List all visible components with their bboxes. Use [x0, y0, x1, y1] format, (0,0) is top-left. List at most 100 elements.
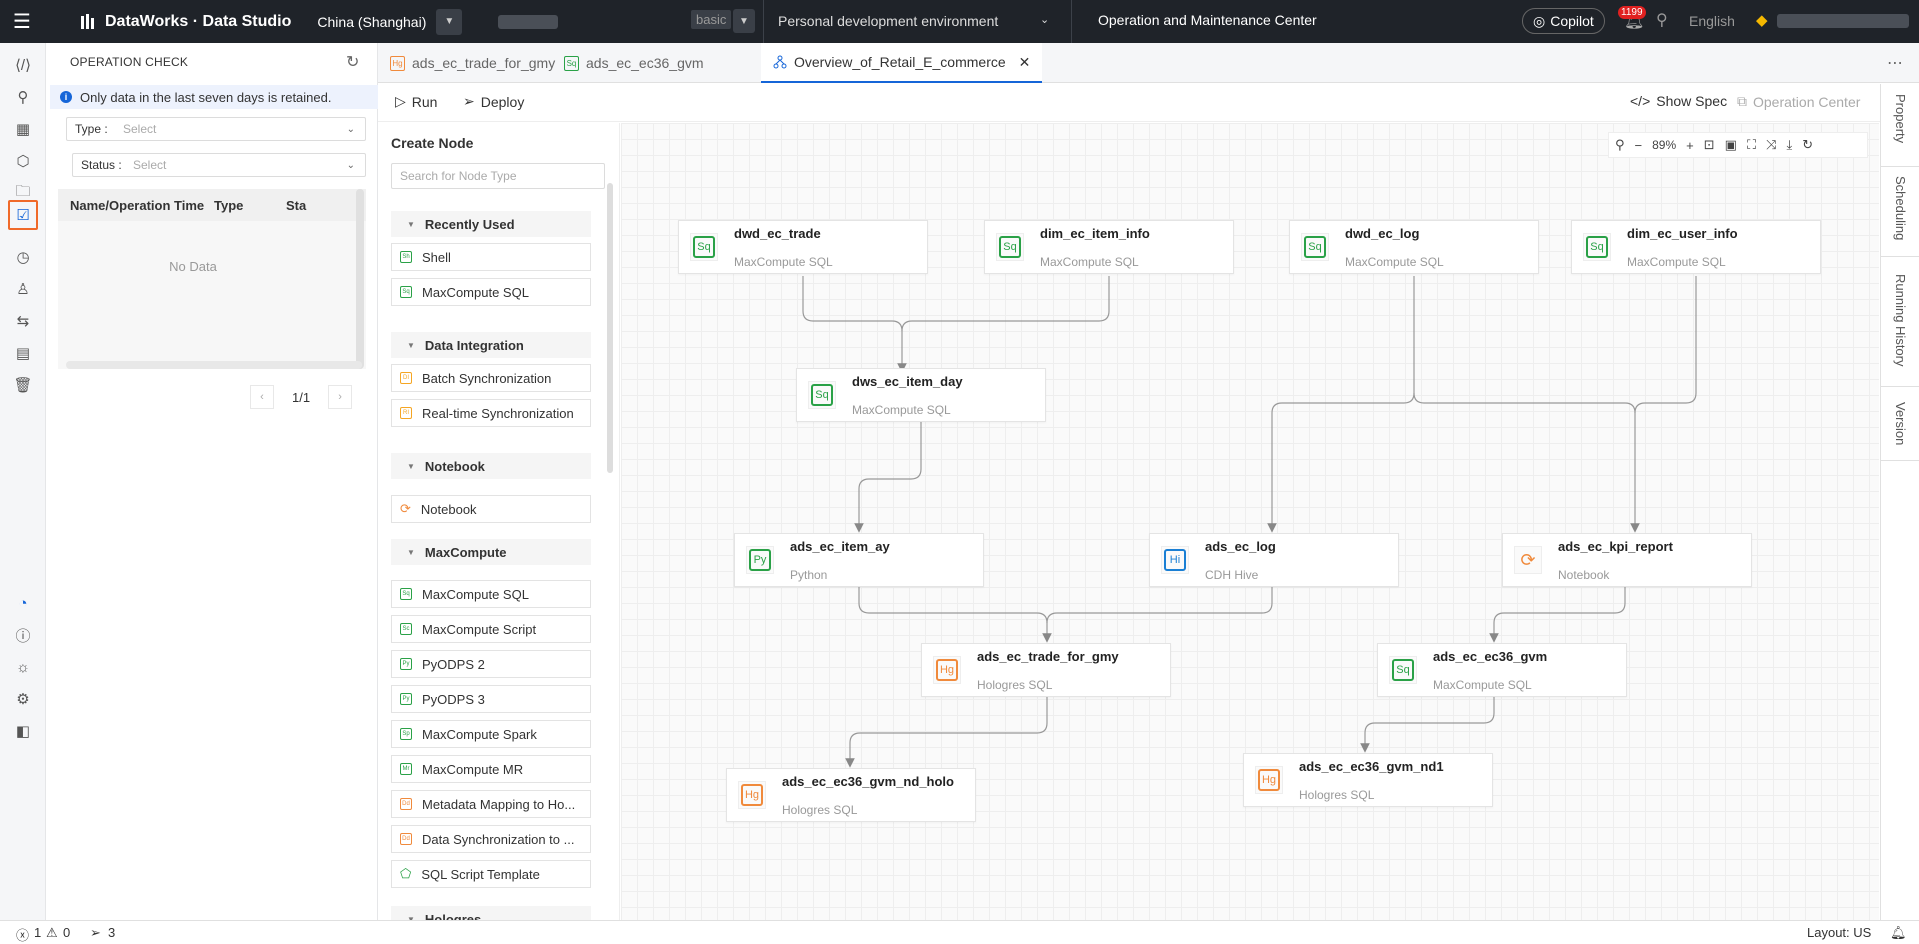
operation-check-icon[interactable]: ☑: [8, 200, 38, 230]
code-icon[interactable]: ⟨/⟩: [15, 57, 31, 74]
tab-overview-of-retail-e-commerce[interactable]: Overview_of_Retail_E_commerce ✕: [761, 43, 1043, 83]
col-type[interactable]: Type: [214, 198, 244, 213]
status-filter[interactable]: Status : Select ⌄: [72, 153, 366, 177]
send-icon[interactable]: ➢: [90, 925, 101, 940]
group-hologres[interactable]: ▼Hologres: [391, 906, 591, 920]
zoom-in-icon[interactable]: +: [1686, 137, 1694, 153]
ops-center-link[interactable]: Operation and Maintenance Center: [1098, 12, 1317, 28]
node-ads-ec-ec36-gvm[interactable]: Sq ads_ec_ec36_gvm MaxCompute SQL: [1377, 643, 1627, 697]
refresh-icon[interactable]: ↻: [346, 54, 360, 71]
tab-ads-ec-trade-for-gmy[interactable]: Hg ads_ec_trade_for_gmy: [378, 43, 567, 83]
collapse-icon[interactable]: ◧: [15, 723, 31, 740]
tab-running-history[interactable]: Running History: [1893, 274, 1908, 367]
zoom-out-icon[interactable]: −: [1634, 137, 1643, 153]
node-ads-ec-trade-for-gmy[interactable]: Hg ads_ec_trade_for_gmy Hologres SQL: [921, 643, 1171, 697]
tab-property[interactable]: Property: [1893, 94, 1908, 144]
mode-badge[interactable]: basic: [691, 10, 732, 29]
run-button[interactable]: ▷ Run: [395, 93, 437, 110]
warning-icon[interactable]: ⚠: [46, 925, 58, 940]
tab-ads-ec-ec36-gvm[interactable]: Sq ads_ec_ec36_gvm: [552, 43, 716, 83]
group-data-integration[interactable]: ▼Data Integration: [391, 332, 591, 358]
node-dim-ec-user-info[interactable]: Sq dim_ec_user_info MaxCompute SQL: [1571, 220, 1821, 274]
menu-icon[interactable]: ☰: [13, 11, 31, 33]
actual-size-icon[interactable]: ⊡: [1703, 137, 1715, 152]
show-spec-button[interactable]: </> Show Spec: [1630, 93, 1727, 109]
mode-dropdown-icon[interactable]: ▼: [733, 9, 755, 33]
data-map-icon[interactable]: ⚲: [17, 89, 29, 106]
dataworks-icon[interactable]: ◔: [18, 594, 28, 612]
operation-center-button[interactable]: ⧉ Operation Center: [1737, 93, 1860, 110]
node-ads-ec-log[interactable]: Hi ads_ec_log CDH Hive: [1149, 533, 1399, 587]
help-icon[interactable]: ⓘ: [15, 627, 31, 645]
trash-icon[interactable]: 🗑︎: [13, 377, 33, 394]
vertical-scrollbar[interactable]: [356, 189, 364, 369]
node-notebook[interactable]: ⟳Notebook: [391, 495, 591, 523]
type-filter[interactable]: Type : Select ⌄: [66, 117, 366, 141]
diamond-icon[interactable]: ◆: [1756, 12, 1768, 29]
group-recently-used[interactable]: ▼Recently Used: [391, 211, 591, 237]
auto-layout-icon[interactable]: ⤨: [1766, 137, 1777, 152]
fit-view-icon[interactable]: ▣: [1724, 137, 1737, 152]
node-dim-ec-item-info[interactable]: Sq dim_ec_item_info MaxCompute SQL: [984, 220, 1234, 274]
close-icon[interactable]: ✕: [1018, 53, 1031, 70]
environment-selector[interactable]: Personal development environment: [778, 13, 999, 29]
layout-indicator[interactable]: Layout: US: [1807, 925, 1872, 940]
region-dropdown-icon[interactable]: ▼: [436, 8, 463, 35]
message-icon[interactable]: ▤: [15, 345, 31, 362]
copilot-button[interactable]: ◎ Copilot: [1522, 8, 1605, 34]
error-icon[interactable]: ⓧ: [16, 928, 30, 943]
folder-icon[interactable]: 🗀: [15, 182, 31, 200]
tab-scheduling[interactable]: Scheduling: [1893, 176, 1908, 241]
gear-icon[interactable]: ⚙: [16, 691, 30, 708]
user-icon[interactable]: ♙: [16, 281, 30, 298]
group-notebook[interactable]: ▼Notebook: [391, 453, 591, 479]
tab-version[interactable]: Version: [1893, 402, 1908, 446]
node-ads-ec-ec36-gvm-nd-holo[interactable]: Hg ads_ec_ec36_gvm_nd_holo Hologres SQL: [726, 768, 976, 822]
group-maxcompute[interactable]: ▼MaxCompute: [391, 539, 591, 565]
deploy-button[interactable]: ➢ Deploy: [463, 93, 524, 110]
node-ads-ec-ec36-gvm-nd1[interactable]: Hg ads_ec_ec36_gvm_nd1 Hologres SQL: [1243, 753, 1493, 807]
language-selector[interactable]: English: [1689, 13, 1735, 29]
workflow-canvas[interactable]: Sq dwd_ec_trade MaxCompute SQL Sq dim_ec…: [621, 123, 1879, 920]
node-dwd-ec-trade[interactable]: Sq dwd_ec_trade MaxCompute SQL: [678, 220, 928, 274]
node-ads-ec-item-ay[interactable]: Py ads_ec_item_ay Python: [734, 533, 984, 587]
refresh-icon[interactable]: ↻: [1802, 137, 1814, 152]
col-name[interactable]: Name/Operation Time: [70, 198, 205, 213]
clock-icon[interactable]: ◷: [16, 249, 30, 266]
chevron-down-icon[interactable]: ⌄: [1040, 14, 1050, 26]
node-ads-ec-kpi-report[interactable]: ⟳ ads_ec_kpi_report Notebook: [1502, 533, 1752, 587]
table-icon[interactable]: ▦: [15, 121, 31, 138]
node-dws-ec-item-day[interactable]: Sq dws_ec_item_day MaxCompute SQL: [796, 368, 1046, 422]
component-icon[interactable]: ⬡: [16, 153, 30, 170]
theme-icon[interactable]: ☼: [16, 658, 30, 676]
horizontal-scrollbar[interactable]: [66, 361, 362, 369]
col-status[interactable]: Sta: [286, 198, 307, 213]
vertical-scrollbar[interactable]: [607, 183, 613, 473]
region-selector[interactable]: China (Shanghai): [317, 13, 427, 30]
download-icon[interactable]: ⤓: [1786, 137, 1793, 152]
user-account-redacted[interactable]: [1777, 14, 1909, 28]
search-icon[interactable]: ⚲: [1656, 12, 1668, 29]
next-page-button[interactable]: ›: [328, 385, 353, 409]
search-icon[interactable]: ⚲: [1615, 137, 1625, 152]
workflow-icon[interactable]: ⇆: [16, 313, 30, 330]
node-type-search-input[interactable]: Search for Node Type: [391, 163, 605, 189]
workspace-name-redacted[interactable]: [498, 14, 559, 29]
more-icon[interactable]: ⋯: [1887, 55, 1903, 72]
node-dwd-ec-log[interactable]: Sq dwd_ec_log MaxCompute SQL: [1289, 220, 1539, 274]
product-logo[interactable]: DataWorks · Data Studio: [80, 13, 291, 31]
fullscreen-icon[interactable]: ⛶: [1746, 137, 1757, 152]
bell-icon[interactable]: 🔔︎: [1890, 925, 1907, 940]
